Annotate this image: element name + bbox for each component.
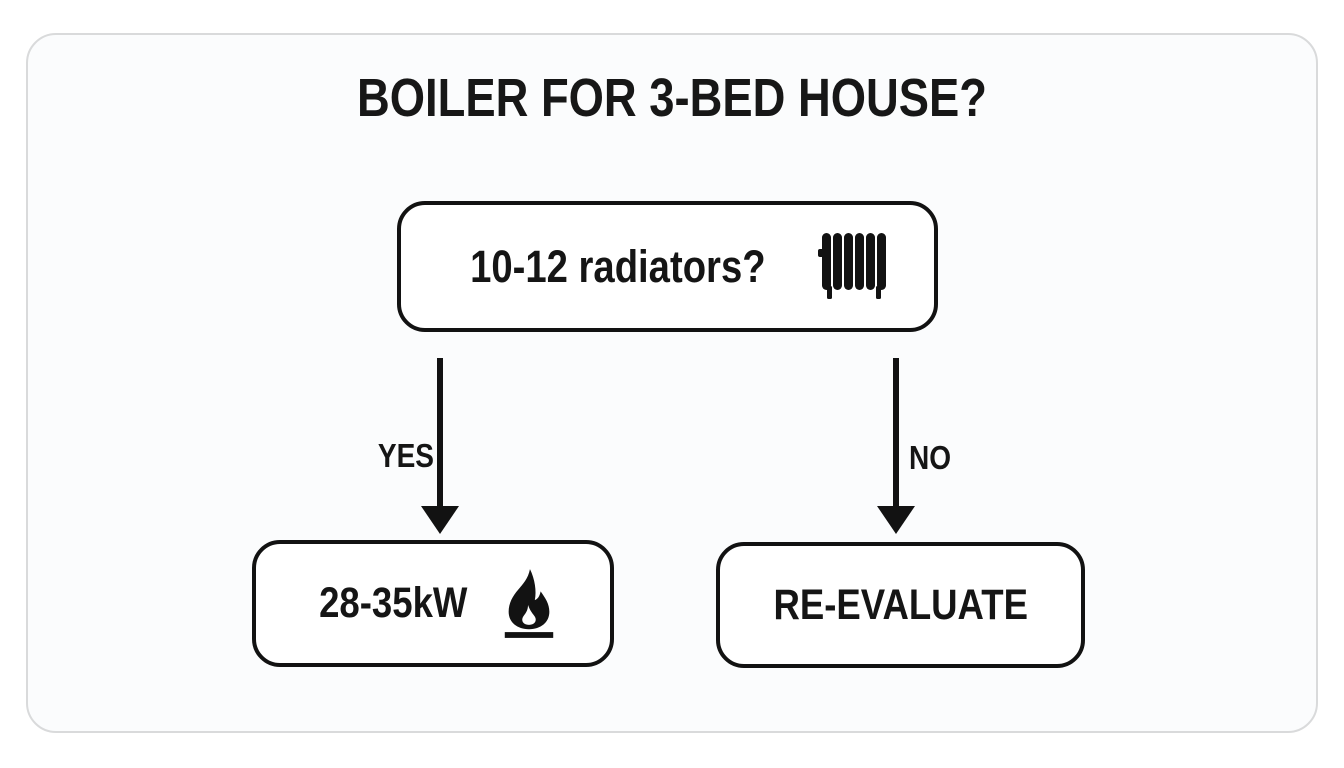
yes-result-label: 28-35kW — [318, 579, 468, 627]
no-arrow-line — [893, 358, 899, 506]
flame-icon — [498, 568, 560, 640]
no-arrow — [877, 358, 915, 534]
yes-arrow-line — [437, 358, 443, 506]
radiator-icon — [817, 232, 891, 301]
yes-arrowhead-icon — [421, 506, 459, 534]
node-result-yes: 28-35kW — [252, 540, 614, 667]
diagram-title: BOILER FOR 3-BED HOUSE? — [356, 68, 988, 128]
flowchart-card: BOILER FOR 3-BED HOUSE? 10-12 radiators? — [26, 33, 1318, 733]
yes-label: YES — [377, 437, 434, 474]
yes-arrow — [421, 358, 459, 534]
node-result-no: RE-EVALUATE — [716, 542, 1085, 668]
no-result-label: RE-EVALUATE — [773, 580, 1028, 629]
no-arrowhead-icon — [877, 506, 915, 534]
no-label: NO — [909, 439, 952, 476]
node-question: 10-12 radiators? — [397, 201, 938, 332]
question-label: 10-12 radiators? — [469, 241, 766, 292]
